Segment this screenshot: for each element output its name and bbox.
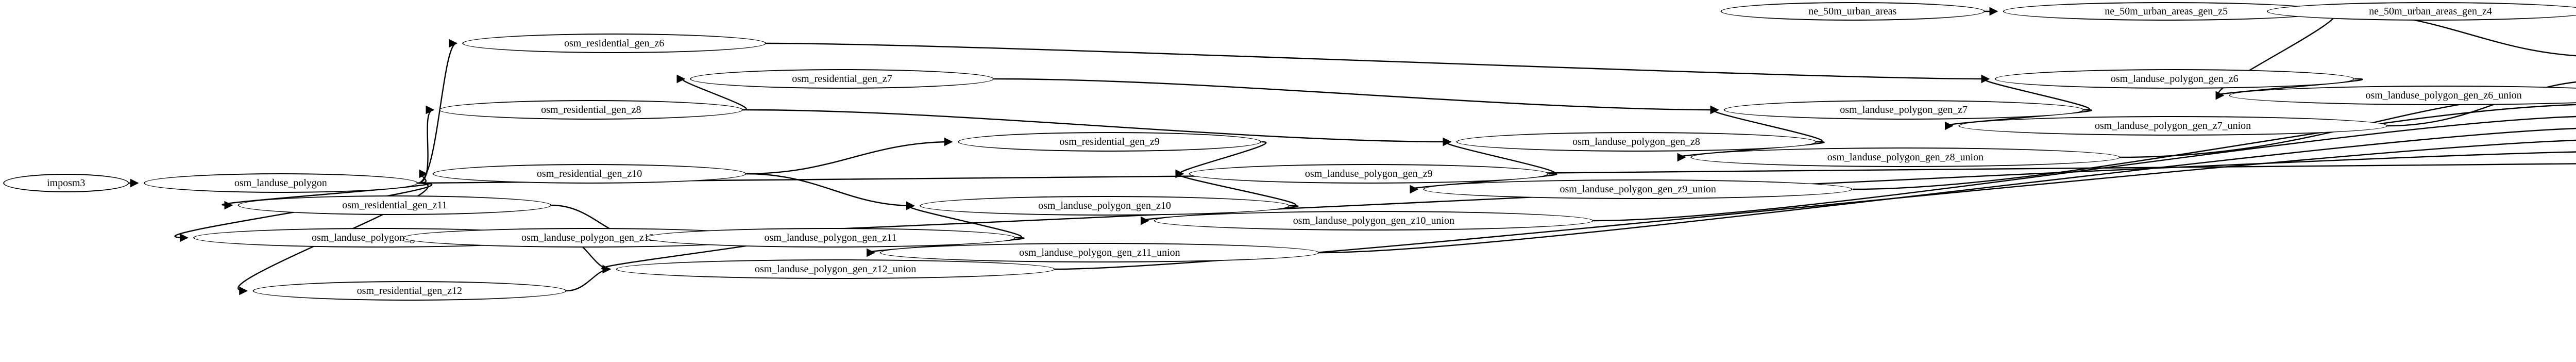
- graph-edge: [746, 173, 915, 210]
- graph-node-label: osm_residential_gen_z8: [541, 104, 641, 116]
- graph-node-label: osm_landuse_polygon_gen_z8: [1572, 136, 1700, 147]
- graph-node-label: osm_residential_gen_z10: [536, 168, 642, 179]
- graph-node-osm_landuse_polygon_gen_z7[interactable]: osm_landuse_polygon_gen_z7: [1723, 100, 2084, 120]
- graph-node-imposm3[interactable]: imposm3: [3, 174, 129, 192]
- graph-node-label: osm_landuse_polygon_gen_z6: [2110, 73, 2239, 85]
- graph-node-label: osm_landuse_polygon_gen_z6_union: [2365, 90, 2522, 101]
- graph-node-label: imposm3: [46, 177, 86, 189]
- graph-edge: [994, 78, 1719, 114]
- graph-edge: [746, 137, 953, 175]
- graph-node-label: osm_residential_gen_z11: [342, 200, 447, 211]
- graph-node-label: osm_residential_gen_z12: [357, 285, 462, 297]
- graph-node-osm_landuse_polygon[interactable]: osm_landuse_polygon: [143, 173, 418, 193]
- graph-node-label: ne_50m_urban_areas_gen_z4: [2369, 6, 2492, 17]
- graph-node-osm_landuse_polygon_gen_z8_union[interactable]: osm_landuse_polygon_gen_z8_union: [1690, 147, 2120, 167]
- graph-node-osm_landuse_polygon_gen_z10[interactable]: osm_landuse_polygon_gen_z10: [920, 196, 1290, 216]
- graph-node-label: osm_landuse_polygon_gen_z9: [1304, 168, 1433, 179]
- graph-node-osm_residential_gen_z8[interactable]: osm_residential_gen_z8: [439, 100, 743, 120]
- graph-node-osm_residential_gen_z12[interactable]: osm_residential_gen_z12: [252, 281, 567, 301]
- graph-node-osm_landuse_polygon_gen_z8[interactable]: osm_landuse_polygon_gen_z8: [1456, 132, 1817, 152]
- graph-node-osm_landuse_polygon_gen_z11[interactable]: osm_landuse_polygon_gen_z11: [646, 228, 1015, 248]
- graph-node-osm_residential_gen_z9[interactable]: osm_residential_gen_z9: [957, 132, 1262, 152]
- graph-node-label: ne_50m_urban_areas_gen_z5: [2105, 6, 2228, 17]
- graph-node-label: ne_50m_urban_areas: [1808, 6, 1897, 17]
- graph-node-ne_50m_urban_areas[interactable]: ne_50m_urban_areas: [1720, 2, 1985, 21]
- graph-node-osm_landuse_polygon_gen_z9_union[interactable]: osm_landuse_polygon_gen_z9_union: [1423, 179, 1853, 199]
- graph-node-osm_landuse_polygon_gen_z10_union[interactable]: osm_landuse_polygon_gen_z10_union: [1154, 211, 1594, 231]
- graph-node-label: osm_landuse_polygon_gen_z10_union: [1293, 215, 1455, 226]
- graph-node-osm_residential_gen_z7[interactable]: osm_residential_gen_z7: [690, 69, 994, 89]
- graph-node-label: osm_landuse_polygon_gen_z9_union: [1560, 184, 1716, 195]
- graph-node-osm_landuse_polygon_gen_z9[interactable]: osm_landuse_polygon_gen_z9: [1189, 164, 1549, 184]
- graph-node-label: osm_landuse_polygon_gen_z7_union: [2094, 120, 2251, 131]
- graph-edge: [566, 265, 612, 292]
- graph-node-label: osm_landuse_polygon_gen_z12: [521, 232, 654, 243]
- graph-node-label: osm_landuse_polygon_gen_z12_union: [754, 264, 917, 275]
- edge-paths: [128, 7, 2576, 295]
- graph-node-label: osm_landuse_polygon_gen_z7: [1840, 104, 1968, 116]
- graph-node-label: osm_landuse_polygon_gen_z8_union: [1827, 152, 1984, 163]
- graph-node-osm_landuse_polygon_gen_z12_union[interactable]: osm_landuse_polygon_gen_z12_union: [616, 259, 1055, 279]
- graph-node-osm_landuse_polygon_gen_z6[interactable]: osm_landuse_polygon_gen_z6: [1994, 69, 2355, 89]
- graph-node-osm_landuse_polygon_gen_z6_union[interactable]: osm_landuse_polygon_gen_z6_union: [2229, 86, 2576, 105]
- graph-node-ne_50m_urban_areas_gen_z4[interactable]: ne_50m_urban_areas_gen_z4: [2267, 2, 2576, 21]
- graph-node-osm_residential_gen_z10[interactable]: osm_residential_gen_z10: [432, 164, 747, 184]
- graph-node-label: osm_residential_gen_z9: [1059, 136, 1160, 147]
- graph-node-label: osm_landuse_polygon: [234, 177, 327, 189]
- graph-node-label: osm_landuse_polygon_gen_z11: [764, 232, 897, 243]
- graph-node-label: osm_landuse_polygon_gen_z10: [1038, 200, 1171, 211]
- graph-node-osm_landuse_polygon_gen_z7_union[interactable]: osm_landuse_polygon_gen_z7_union: [1958, 116, 2388, 136]
- graph-node-osm_residential_gen_z11[interactable]: osm_residential_gen_z11: [238, 195, 552, 215]
- graph-node-label: osm_residential_gen_z6: [564, 38, 665, 49]
- graph-node-label: osm_residential_gen_z7: [792, 73, 892, 85]
- graph-node-osm_landuse_polygon_gen_z11_union[interactable]: osm_landuse_polygon_gen_z11_union: [880, 243, 1319, 262]
- graph-node-label: osm_landuse_polygon_gen_z11_union: [1019, 247, 1180, 258]
- graph-edge: [417, 105, 435, 184]
- graph-edge: [417, 169, 428, 184]
- graph-node-osm_residential_gen_z6[interactable]: osm_residential_gen_z6: [462, 34, 767, 53]
